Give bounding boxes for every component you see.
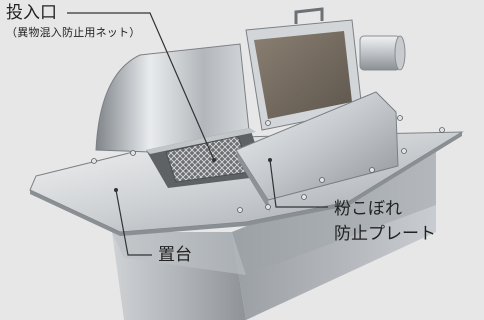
guard-label-line2: 防止プレート (334, 224, 436, 244)
mesh-basket (146, 128, 266, 188)
inlet-label: 投入口 (6, 3, 57, 23)
guard-leader-line (269, 159, 328, 208)
feed-pipe (359, 35, 406, 71)
inlet-sublabel: （異物混入防止用ネット） (6, 26, 141, 39)
inlet-leader-line (67, 12, 215, 161)
bolts (91, 115, 445, 213)
dust-guard-left (95, 43, 251, 153)
stand-leader-line (115, 189, 152, 256)
stand-label: 置台 (158, 245, 192, 265)
leader-lines (67, 12, 328, 256)
inlet-callout: 投入口 （異物混入防止用ネット） (6, 3, 140, 40)
guard-callout: 粉こぼれ 防止プレート (334, 199, 436, 244)
leader-dots (114, 158, 272, 192)
inlet-lid (245, 7, 363, 131)
dust-guard-right (235, 91, 399, 212)
guard-label-line1: 粉こぼれ (334, 199, 402, 219)
